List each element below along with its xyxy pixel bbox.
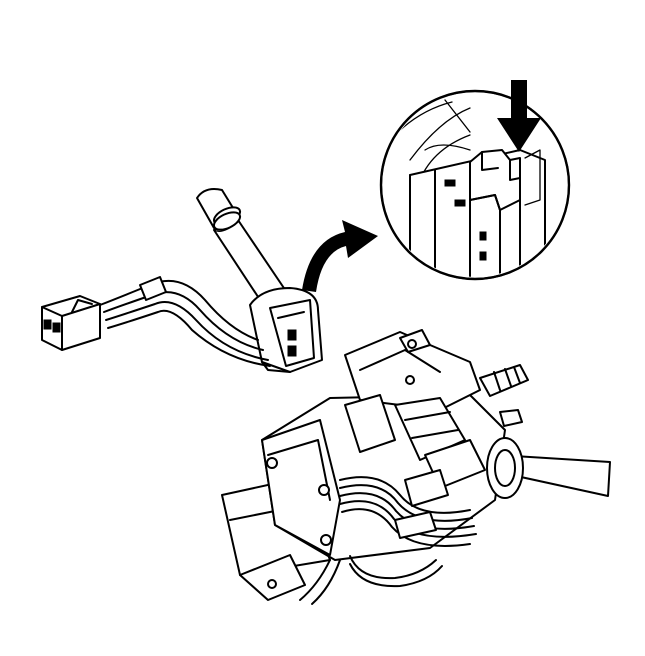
switch-wire-harness xyxy=(99,276,271,367)
steering-column-assembly xyxy=(221,329,611,605)
switch-electrical-connector xyxy=(249,287,323,373)
press-tab-arrow xyxy=(497,80,541,152)
install-direction-arrow xyxy=(302,220,378,292)
multifunction-switch-lever xyxy=(196,188,293,313)
detail-view-locking-tab xyxy=(379,89,571,281)
harness-plug-connector xyxy=(41,295,101,351)
